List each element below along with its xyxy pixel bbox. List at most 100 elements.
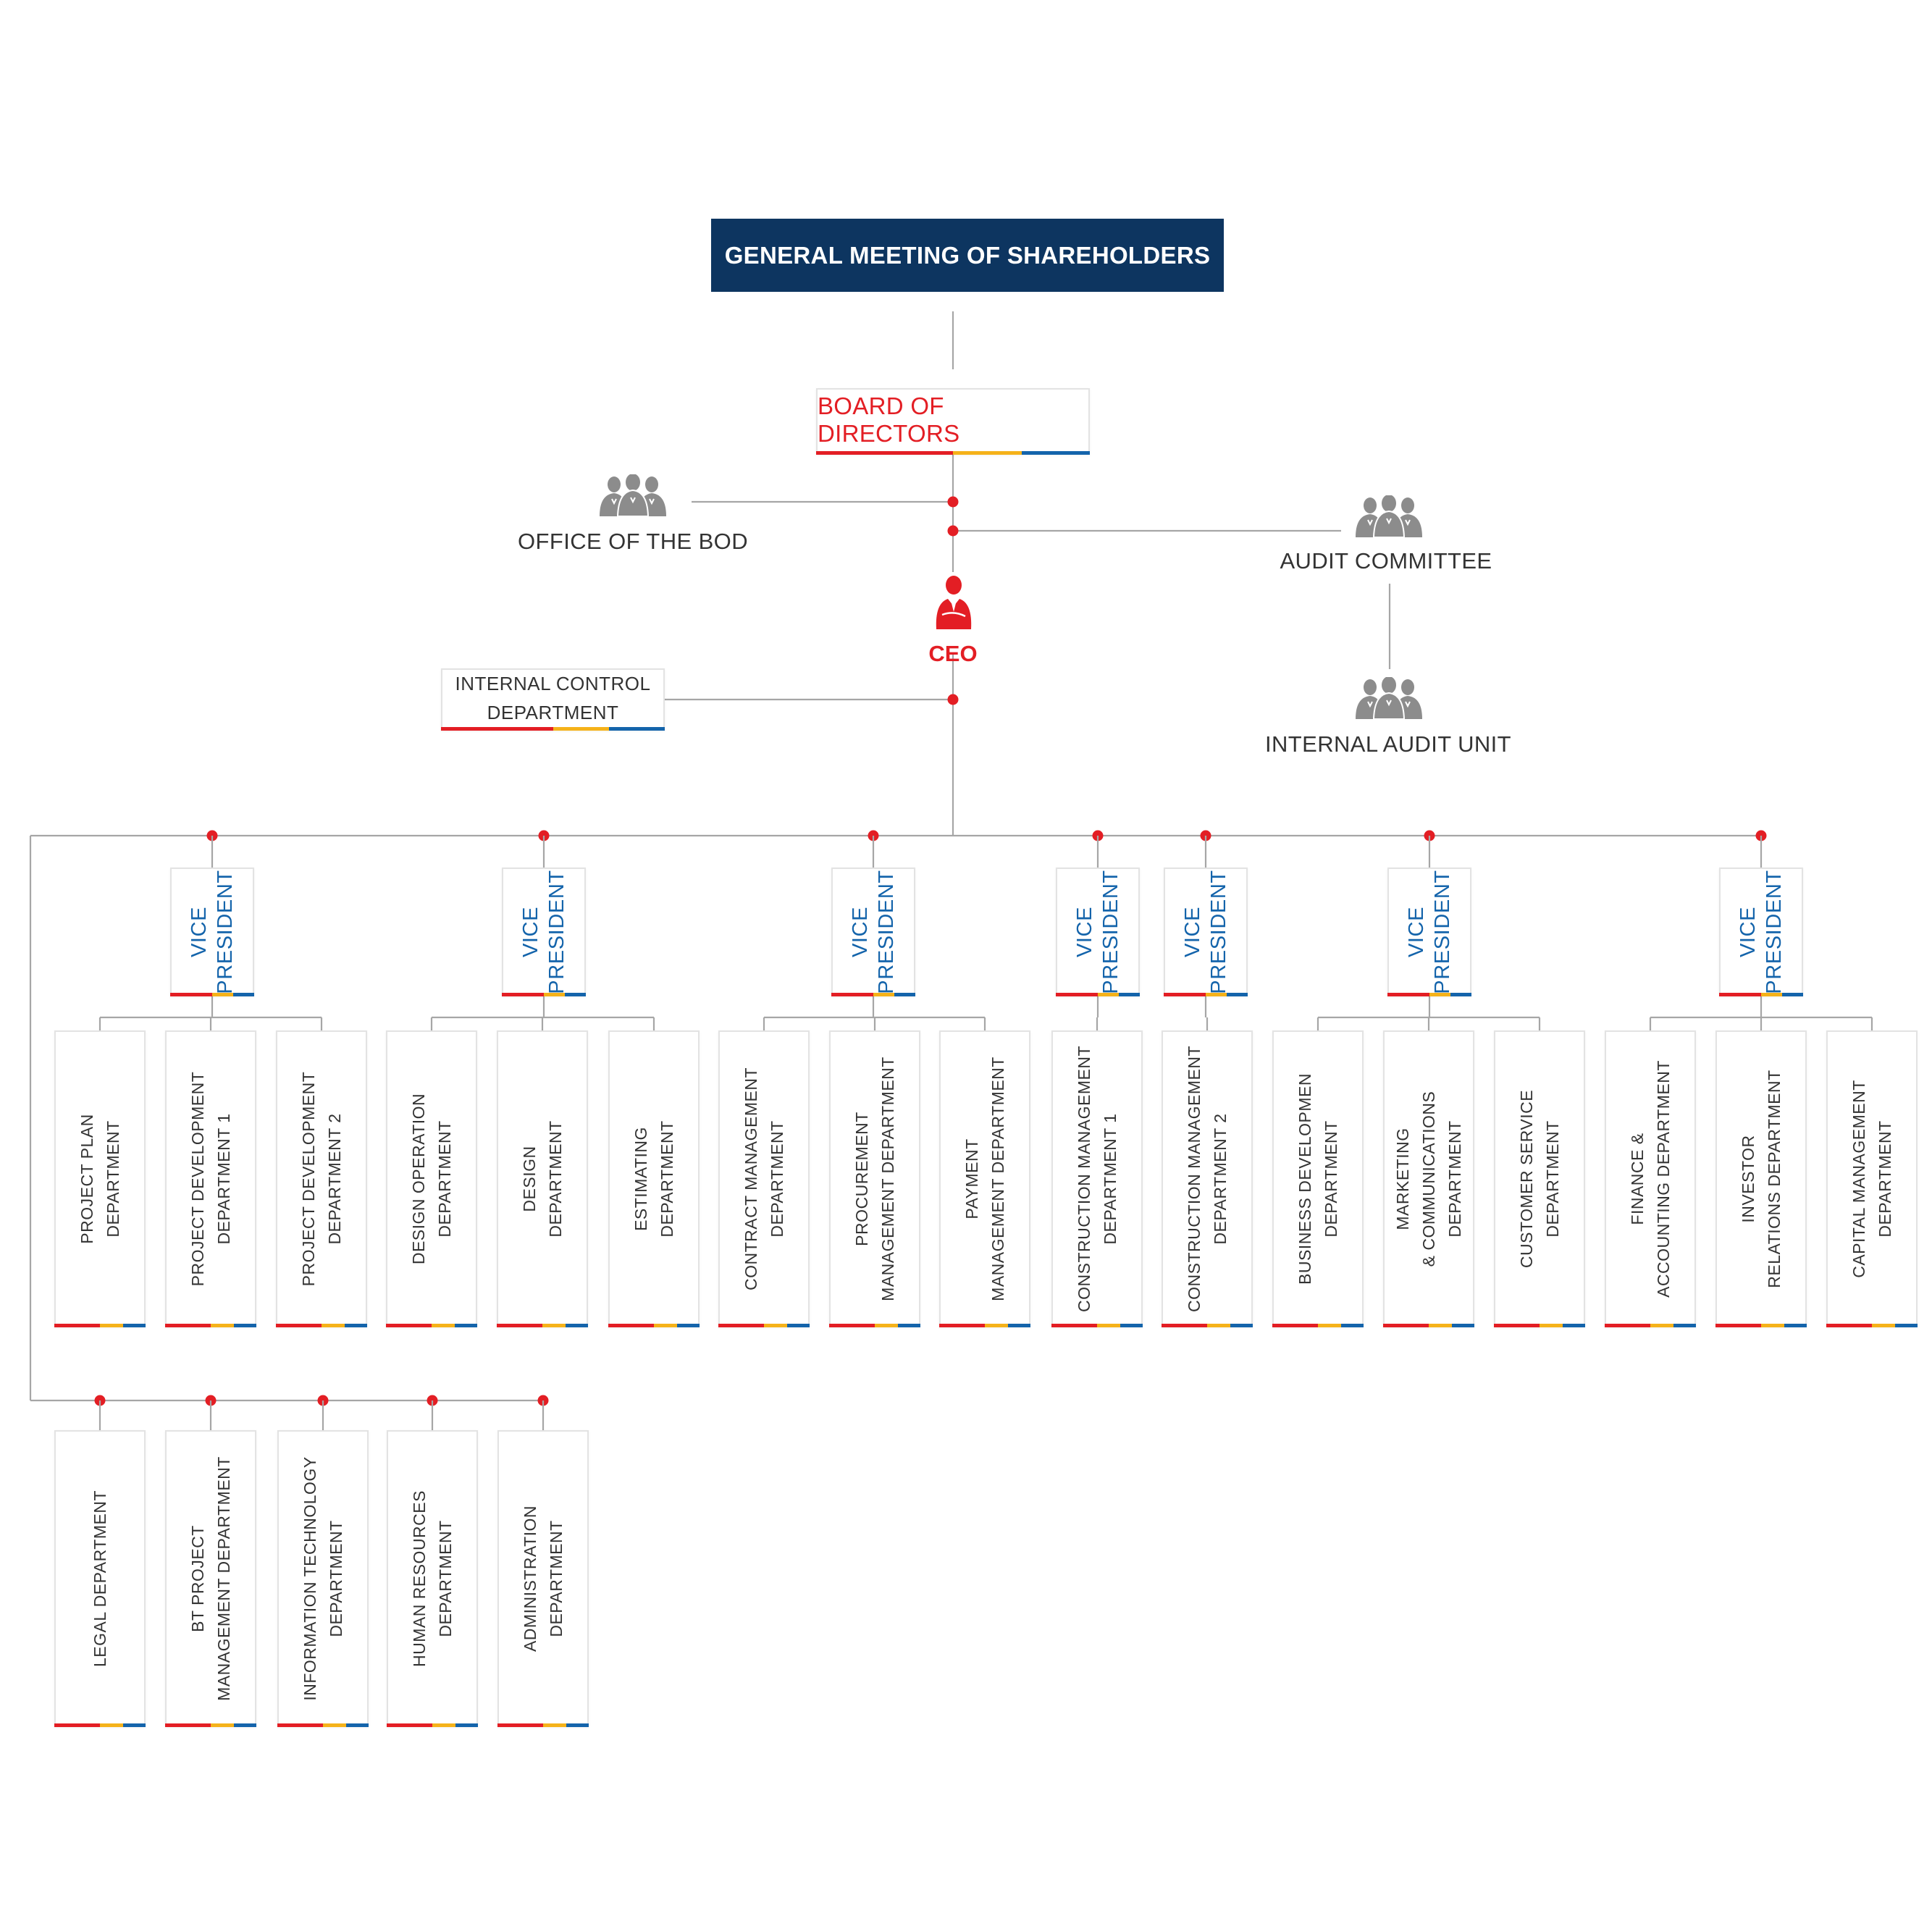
color-bar bbox=[165, 1723, 256, 1727]
color-bar bbox=[441, 727, 665, 731]
ceo-person-icon bbox=[933, 574, 974, 629]
group-people-icon bbox=[1354, 676, 1424, 720]
connector-dot bbox=[947, 525, 959, 537]
department-box: LEGAL DEPARTMENT bbox=[54, 1430, 146, 1727]
color-bar bbox=[1387, 993, 1471, 996]
color-bar bbox=[1272, 1324, 1364, 1327]
color-bar bbox=[829, 1324, 920, 1327]
color-bar bbox=[1494, 1324, 1585, 1327]
board-of-directors-label: BOARD OF DIRECTORS bbox=[818, 392, 960, 447]
connector-dot bbox=[947, 496, 959, 508]
color-bar bbox=[54, 1723, 146, 1727]
color-bar bbox=[165, 1324, 256, 1327]
color-bar bbox=[387, 1723, 478, 1727]
color-bar bbox=[497, 1324, 588, 1327]
color-bar bbox=[502, 993, 586, 996]
color-bar bbox=[1719, 993, 1803, 996]
color-bar bbox=[1605, 1324, 1696, 1327]
color-bar bbox=[497, 1723, 589, 1727]
department-label: LEGAL DEPARTMENT bbox=[91, 1490, 109, 1668]
color-bar bbox=[1051, 1324, 1143, 1327]
color-bar bbox=[1715, 1324, 1807, 1327]
color-bar bbox=[816, 451, 1090, 455]
general-meeting-box: GENERAL MEETING OF SHAREHOLDERS bbox=[711, 219, 1224, 292]
color-bar bbox=[718, 1324, 810, 1327]
group-people-icon bbox=[598, 474, 668, 517]
general-meeting-label: GENERAL MEETING OF SHAREHOLDERS bbox=[724, 241, 1211, 269]
color-bar bbox=[170, 993, 254, 996]
department-box: FINANCE &ACCOUNTING DEPARTMENT bbox=[1605, 1030, 1696, 1327]
group-people-icon bbox=[1354, 495, 1424, 538]
color-bar bbox=[939, 1324, 1030, 1327]
audit-committee-label: AUDIT COMMITTEE bbox=[1280, 548, 1492, 574]
board-of-directors-box: BOARD OF DIRECTORS bbox=[816, 388, 1090, 455]
ceo-label: CEO bbox=[928, 641, 978, 666]
internal-audit-unit-label: INTERNAL AUDIT UNIT bbox=[1264, 731, 1512, 757]
color-bar bbox=[276, 1324, 367, 1327]
office-of-the-bod-label: OFFICE OF THE BOD bbox=[518, 529, 748, 554]
department-label: FINANCE &ACCOUNTING DEPARTMENT bbox=[1628, 1060, 1673, 1298]
color-bar bbox=[1056, 993, 1140, 996]
color-bar bbox=[1826, 1324, 1918, 1327]
color-bar bbox=[386, 1324, 477, 1327]
color-bar bbox=[54, 1324, 146, 1327]
color-bar bbox=[608, 1324, 700, 1327]
color-bar bbox=[1162, 1324, 1253, 1327]
